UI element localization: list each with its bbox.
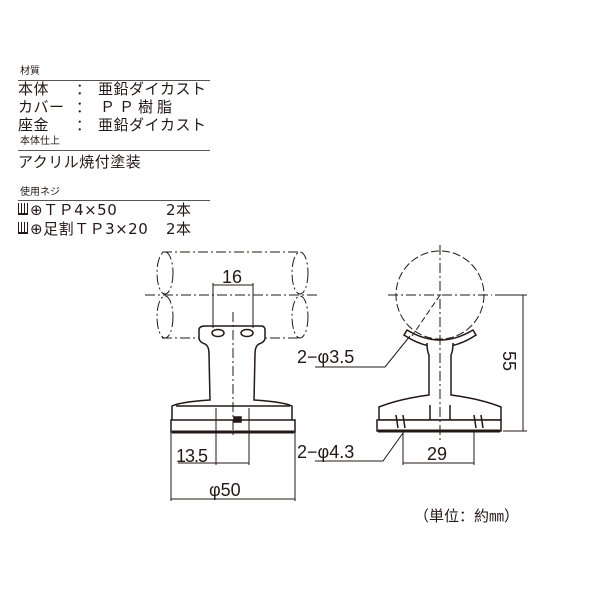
- screw-head-icon: [18, 222, 28, 234]
- screw-row: ⊕足割ＴＰ3×20: [18, 222, 148, 237]
- material-value: 亜鉛ダイカスト: [98, 116, 207, 134]
- screws-heading: 使用ネジ: [20, 187, 60, 198]
- screw-name: ⊕足割ＴＰ3×20: [30, 220, 149, 238]
- screw-row: ⊕ＴＰ4×50: [18, 203, 117, 218]
- screw-name: ⊕ＴＰ4×50: [30, 201, 118, 219]
- dim-13-5: 13.5: [176, 446, 208, 466]
- bracket-side-view: [170, 325, 296, 434]
- dim-29: 29: [427, 444, 448, 464]
- part: カバー: [18, 98, 65, 116]
- part: 座金: [18, 116, 50, 134]
- finish-heading: 本体仕上: [20, 136, 60, 147]
- material-value: 亜鉛ダイカスト: [98, 80, 207, 98]
- screw-head-icon: [18, 203, 28, 215]
- screw-qty: 2本: [166, 220, 192, 238]
- part: 本体: [18, 80, 50, 98]
- divider: [18, 200, 210, 201]
- dim-phi50: φ50: [209, 480, 241, 500]
- screw-qty: 2本: [166, 201, 192, 219]
- dim-hole-3-5: 2−φ3.5: [297, 347, 355, 367]
- material-heading: 材質: [20, 66, 40, 77]
- finish-value: アクリル焼付塗装: [18, 153, 142, 171]
- divider: [18, 150, 210, 151]
- material-value: ＰＰ樹脂: [100, 98, 177, 116]
- separator: ：: [76, 98, 92, 116]
- dim-55: 55: [499, 350, 520, 372]
- divider: [18, 80, 210, 81]
- dim-16: 16: [222, 267, 243, 287]
- dim-hole-4-3: 2−φ4.3: [297, 442, 355, 462]
- unit-note: （単位：約㎜）: [414, 507, 520, 525]
- separator: ：: [76, 80, 92, 98]
- bracket-front-view: [376, 328, 502, 433]
- separator: ：: [76, 116, 92, 134]
- material-row-body: 本体: [18, 82, 49, 97]
